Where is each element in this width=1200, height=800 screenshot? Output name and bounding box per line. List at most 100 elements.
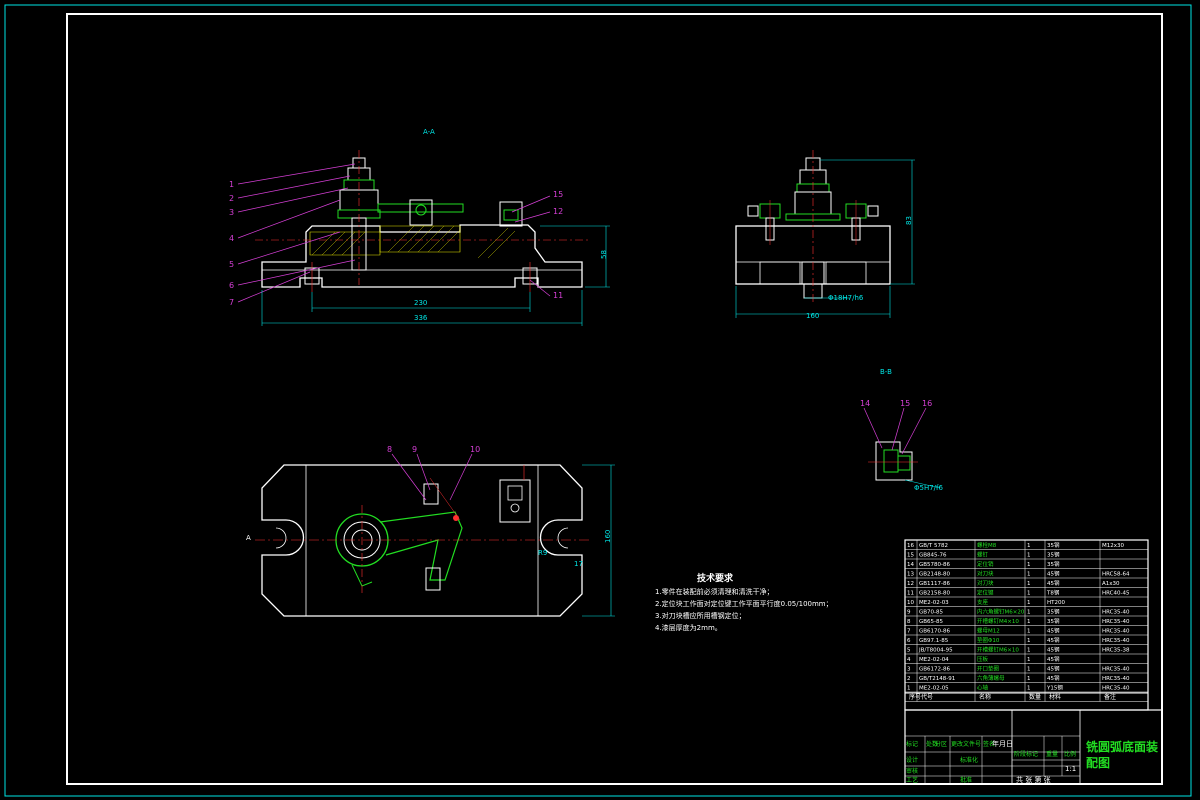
bom-cell-no: 9 (907, 610, 911, 616)
front-dimensions: 58 230 336 (261, 225, 610, 326)
bom-cell-code: GB65-85 (919, 619, 944, 625)
tb-label-review: 审核 (906, 767, 918, 775)
tb-label-sign: 签名 (983, 740, 995, 748)
bom-cell-code: GB845-76 (919, 553, 947, 559)
bom-cell-no: 1 (907, 686, 911, 692)
tb-label-scale: 比例 (1064, 750, 1076, 758)
bom-cell-note: HRC35-40 (1102, 667, 1130, 673)
dim-height-side: 83 (905, 216, 913, 225)
bom-cell-code: GB/T2148-91 (919, 676, 955, 682)
dim-width-plan: 160 (604, 530, 612, 543)
callout-11: 11 (553, 291, 563, 300)
bom-cell-code: GB5780-86 (919, 562, 951, 568)
callout-1: 1 (229, 180, 234, 189)
tb-label-process: 工艺 (906, 776, 918, 784)
leaders-right: 15 12 11 (511, 190, 563, 300)
bom-cell-no: 8 (907, 619, 911, 625)
bom-cell-no: 15 (907, 553, 914, 559)
tb-label-standard: 标准化 (960, 756, 978, 764)
plan-view: 8 9 10 A 160 R9 17 (246, 445, 615, 617)
bom-cell-qty: 1 (1027, 638, 1031, 644)
tech-item-1: 1.零件在装配前必须清理和清洗干净； (655, 587, 774, 596)
callout-15: 15 (553, 190, 563, 199)
bom-cell-note: HRC58-64 (1102, 572, 1130, 578)
bom-cell-code: GB2148-80 (919, 572, 951, 578)
tech-requirements: 技术要求 1.零件在装配前必须清理和清洗干净； 2.定位块工作面对定位键工作平面… (655, 572, 833, 632)
tb-label-sheets: 共 张 第 张 (1016, 775, 1051, 784)
detail-bb: B-B 14 15 16 Φ5H7/f6 (860, 368, 944, 492)
bom-cell-qty: 1 (1027, 610, 1031, 616)
leaders-left: 1 2 3 4 5 6 7 (229, 163, 356, 307)
dim-width-inner: 230 (414, 299, 427, 307)
section-marker-a: A (246, 534, 251, 542)
bom-cell-qty: 1 (1027, 562, 1031, 568)
bom-cell-qty: 1 (1027, 676, 1031, 682)
bom-header-mat: 材料 (1049, 693, 1061, 701)
bom-cell-note: HRC35-40 (1102, 619, 1130, 625)
bom-cell-no: 13 (907, 572, 914, 578)
bom-cell-code: JB/T8004-95 (918, 648, 953, 654)
outer-frame (4, 4, 1192, 797)
tb-label-change: 更改文件号 (951, 740, 981, 748)
tb-label-approve: 批准 (960, 776, 972, 784)
tech-item-2: 2.定位块工作面对定位键工作平面平行度0.05/100mm； (655, 599, 833, 608)
bom-cell-no: 4 (907, 657, 911, 663)
bom-cell-name: 定位键 (977, 589, 994, 597)
bom-cell-qty: 1 (1027, 543, 1031, 549)
bom-cell-name: 螺栓M8 (977, 541, 997, 549)
bom-cell-note: A1x30 (1102, 581, 1120, 587)
bom-cell-qty: 1 (1027, 629, 1031, 635)
front-section-view: A-A (229, 128, 610, 326)
bom-cell-mat: 35钢 (1047, 608, 1060, 616)
bom-cell-code: GB97.1-85 (919, 638, 949, 644)
side-view: 83 160 Φ18H7/h6 (735, 150, 915, 320)
bom-cell-qty: 1 (1027, 553, 1031, 559)
bom-cell-no: 7 (907, 629, 911, 635)
tech-item-4: 4.漆层厚度为2mm。 (655, 623, 722, 632)
bom-header-name: 名称 (979, 693, 991, 701)
bom-cell-no: 14 (907, 562, 914, 568)
tb-label-mark: 标记 (906, 740, 918, 748)
bom-cell-name: 定位销 (977, 560, 994, 568)
bom-cell-qty: 1 (1027, 600, 1031, 606)
bom-cell-no: 2 (907, 676, 911, 682)
tech-title: 技术要求 (697, 572, 734, 584)
bom-cell-code: GB/T 5782 (919, 543, 948, 549)
bom-cell-code: GB6172-86 (919, 667, 951, 673)
bom-cell-name: 螺母M12 (977, 627, 1000, 635)
dim-fit-detail: Φ5H7/f6 (914, 484, 944, 492)
bom-header-code: 代号 (921, 693, 933, 701)
tb-label-count: 处数 (926, 740, 938, 748)
callout-9: 9 (412, 445, 417, 454)
bom-cell-qty: 1 (1027, 581, 1031, 587)
bom-cell-name: 开口垫圈 (977, 665, 1000, 673)
bom-cell-qty: 1 (1027, 667, 1031, 673)
callout-16: 16 (922, 399, 932, 408)
bom-cell-name: 六角薄螺母 (977, 674, 1005, 682)
callout-5: 5 (229, 260, 234, 269)
bom-cell-code: ME2-02-04 (919, 657, 949, 663)
bom-cell-qty: 1 (1027, 686, 1031, 692)
bom-cell-qty: 1 (1027, 619, 1031, 625)
callout-4: 4 (229, 234, 234, 243)
bom-cell-mat: HT200 (1047, 600, 1065, 606)
bom-cell-note: HRC35-40 (1102, 629, 1130, 635)
view-label-aa: A-A (423, 128, 435, 136)
drawing-title-line2: 配图 (1086, 755, 1110, 770)
bom-header-no: 序号 (909, 693, 921, 701)
bom-cell-mat: Y15钢 (1046, 684, 1063, 692)
bom-cell-code: GB70-85 (919, 610, 944, 616)
bom-cell-name: 开槽螺钉M4×10 (977, 617, 1019, 625)
bom-cell-no: 16 (907, 543, 914, 549)
clamp-stack (337, 150, 381, 285)
bom-cell-note: HRC35-40 (1102, 610, 1130, 616)
bom-cell-note: HRC35-40 (1102, 676, 1130, 682)
bom-cell-no: 10 (907, 600, 914, 606)
tb-label-stage: 阶段标记 (1014, 750, 1038, 758)
tb-label-design: 设计 (906, 756, 918, 764)
bom-cell-name: 压板 (977, 655, 989, 663)
bom-cell-code: ME2-02-05 (919, 686, 949, 692)
bom-cell-mat: 45钢 (1047, 636, 1060, 644)
